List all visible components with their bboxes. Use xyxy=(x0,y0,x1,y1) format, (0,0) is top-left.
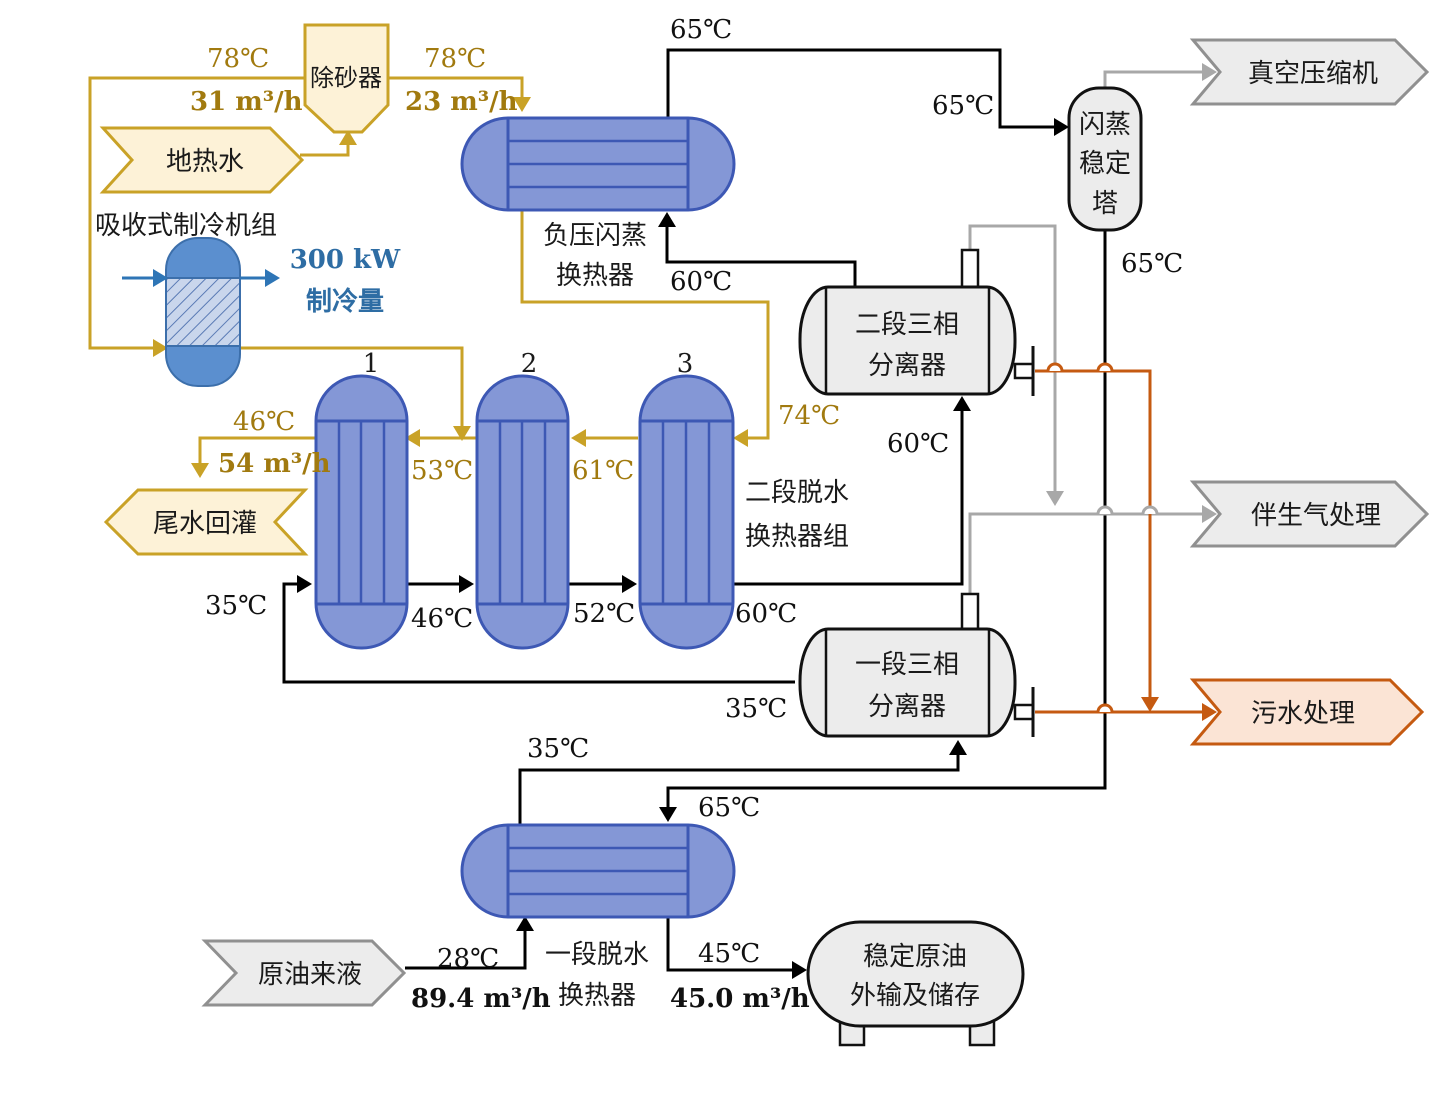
label-t-top-oil: 65℃ xyxy=(670,15,732,45)
stage2-dewatering-hx-2 xyxy=(475,374,570,650)
stable-crude-label-1: 稳定原油 xyxy=(863,942,967,972)
vacuum-compressor-target: 真空压缩机 xyxy=(1189,38,1430,106)
label-t-sep2-in: 60℃ xyxy=(887,429,949,459)
oil-arrowheads xyxy=(297,118,1069,979)
stage1-separator-label-2: 分离器 xyxy=(868,692,946,722)
flash-stabilization-tower: 闪蒸 稳定 塔 xyxy=(1067,86,1143,232)
stage1-dewater-hx-label-2: 换热器 xyxy=(558,981,636,1011)
stage1-dewatering-hx xyxy=(460,823,736,919)
geothermal-stream-labels: 78℃ 31 m³/h 78℃ 23 m³/h 74℃ 46℃ 54 m³/h … xyxy=(190,44,840,486)
pipe-crossing-hops xyxy=(1046,362,1159,713)
sewage-arrowheads xyxy=(1141,697,1217,721)
flash-tower-label-2: 稳定 xyxy=(1079,149,1131,179)
label-t-geo-right: 78℃ xyxy=(424,44,486,74)
label-t-geo-left: 78℃ xyxy=(207,44,269,74)
crude-inflow-source: 原油来液 xyxy=(201,939,407,1007)
label-flow-geo-left: 31 m³/h xyxy=(190,87,303,117)
label-t-oil-60: 60℃ xyxy=(735,599,797,629)
label-t-hx1-in-hot: 65℃ xyxy=(698,793,760,823)
stage1-separator-label-1: 一段三相 xyxy=(855,650,959,680)
tail-water-label: 尾水回灌 xyxy=(153,509,257,539)
negative-pressure-flash-hx xyxy=(460,116,736,212)
crude-inflow-label: 原油来液 xyxy=(258,960,362,990)
label-t-gold-74: 74℃ xyxy=(778,401,840,431)
stable-crude-storage-tank: 稳定原油 外输及储存 xyxy=(806,920,1025,1047)
gas-arrowheads xyxy=(1046,63,1217,523)
negative-pressure-hx-label-1: 负压闪蒸 xyxy=(543,221,647,251)
desander-label: 除砂器 xyxy=(310,64,382,92)
stage2-dewatering-hx-1 xyxy=(314,374,409,650)
label-t-gold-53: 53℃ xyxy=(411,456,473,486)
hx-index-3: 3 xyxy=(677,349,694,379)
vacuum-compressor-label: 真空压缩机 xyxy=(1248,59,1378,89)
absorption-chiller xyxy=(122,237,280,387)
hx-index-2: 2 xyxy=(521,349,538,379)
stage2-dewatering-hx-3 xyxy=(638,374,735,650)
flash-tower-label-3: 塔 xyxy=(1092,189,1118,219)
label-t-sep1-out: 35℃ xyxy=(725,694,787,724)
stage2-separator-label-2: 分离器 xyxy=(868,351,946,381)
stage2-dewater-hx-label-1: 二段脱水 xyxy=(745,478,849,508)
absorption-chiller-label: 吸收式制冷机组 xyxy=(95,211,277,241)
label-t-tower-in: 65℃ xyxy=(932,91,994,121)
label-t-tower-out: 65℃ xyxy=(1121,249,1183,279)
label-t-crude-in: 28℃ xyxy=(437,944,499,974)
label-t-oil-35-left: 35℃ xyxy=(205,591,267,621)
tail-water-reinjection-target: 尾水回灌 xyxy=(103,488,309,556)
geothermal-water-label: 地热水 xyxy=(166,147,244,177)
sewage-pipes xyxy=(1035,369,1205,714)
label-t-sep1-in: 35℃ xyxy=(527,734,589,764)
geothermal-water-pipes xyxy=(88,76,770,465)
associated-gas-target: 伴生气处理 xyxy=(1189,480,1430,548)
label-t-crude-out: 45℃ xyxy=(698,939,760,969)
desander: 除砂器 xyxy=(303,23,390,134)
label-flow-geo-right: 23 m³/h xyxy=(405,87,518,117)
label-t-oil-52: 52℃ xyxy=(573,599,635,629)
stable-crude-label-2: 外输及储存 xyxy=(850,981,980,1011)
oil-stream-labels: 65℃ 65℃ 65℃ 60℃ 60℃ 35℃ 46℃ 52℃ 60℃ 35℃ … xyxy=(205,15,1183,1014)
hx-index-1: 1 xyxy=(363,349,380,379)
stage1-dewater-hx-label-1: 一段脱水 xyxy=(545,940,649,970)
label-t-tail: 46℃ xyxy=(233,407,295,437)
geothermal-arrowheads xyxy=(153,97,748,478)
geothermal-water-source: 地热水 xyxy=(99,126,305,194)
sewage-treatment-label: 污水处理 xyxy=(1251,699,1355,729)
label-t-hx-return: 60℃ xyxy=(670,267,732,297)
label-t-oil-46: 46℃ xyxy=(411,604,473,634)
flash-tower-label-1: 闪蒸 xyxy=(1079,110,1131,140)
cooling-capacity-label: 制冷量 xyxy=(306,286,384,317)
sewage-treatment-target: 污水处理 xyxy=(1189,678,1425,746)
negative-pressure-hx-label-2: 换热器 xyxy=(556,261,634,291)
label-flow-crude-in: 89.4 m³/h xyxy=(411,984,551,1014)
stage1-three-phase-separator: 一段三相 分离器 xyxy=(798,592,1035,738)
stage2-separator-label-1: 二段三相 xyxy=(855,310,959,340)
label-flow-tail: 54 m³/h xyxy=(218,449,331,479)
cooling-capacity-value: 300 kW xyxy=(290,245,401,275)
gas-pipes xyxy=(968,70,1205,594)
stage2-three-phase-separator: 二段三相 分离器 xyxy=(798,248,1035,396)
stage2-dewater-hx-label-2: 换热器组 xyxy=(745,522,849,552)
label-flow-crude-out: 45.0 m³/h xyxy=(670,984,810,1014)
associated-gas-label: 伴生气处理 xyxy=(1251,501,1381,531)
label-t-gold-61: 61℃ xyxy=(572,456,634,486)
